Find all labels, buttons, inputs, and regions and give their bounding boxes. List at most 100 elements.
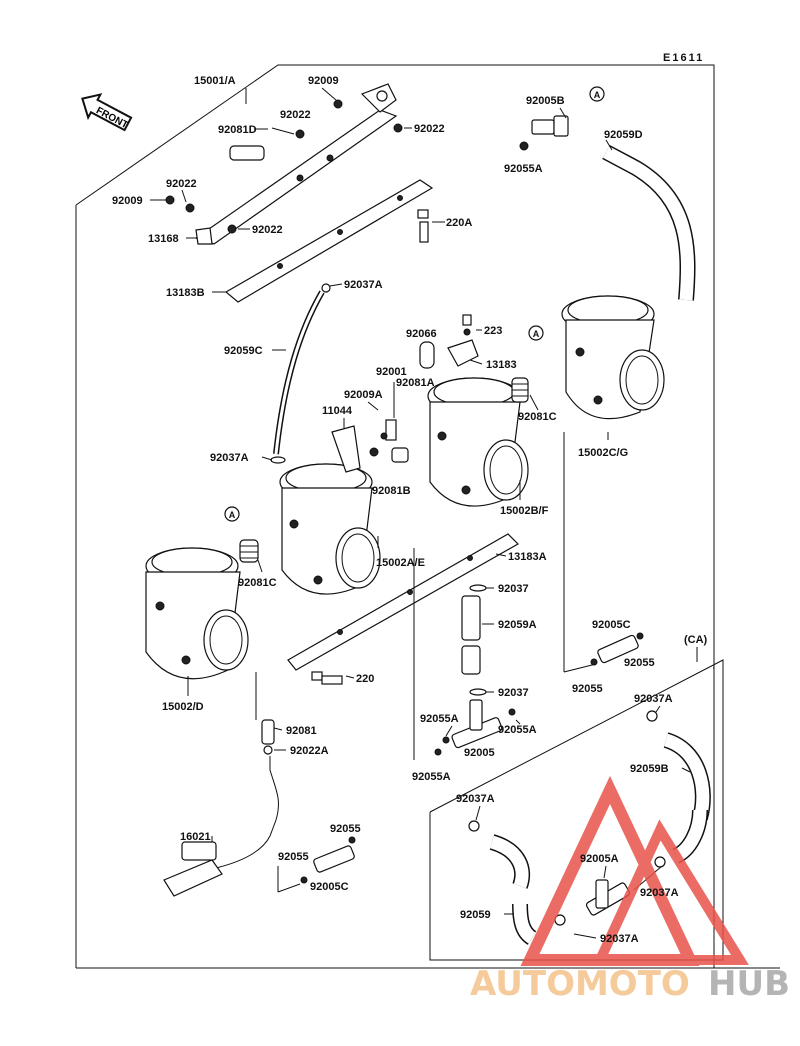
- label-ca-92059: 92059: [460, 909, 491, 921]
- ca-clip-3: [654, 856, 666, 868]
- label-92081C-right: 92081C: [518, 411, 557, 423]
- nut-92022-b: [393, 123, 403, 133]
- label-15002D: 15002/D: [162, 701, 204, 713]
- ca-hose-92059B: [663, 732, 711, 864]
- label-92037-b: 92037: [498, 687, 529, 699]
- ca-group-label: (CA): [684, 634, 708, 646]
- svg-text:A: A: [533, 329, 540, 339]
- throttle-bracket: [194, 83, 398, 245]
- nut-92009-left: [165, 195, 175, 205]
- washer-92055-right1: [636, 632, 644, 640]
- label-92005C-right: 92005C: [592, 619, 631, 631]
- label-92037A-left: 92037A: [210, 452, 249, 464]
- ca-clip-1: [646, 710, 658, 722]
- label-ca-92037A-4: 92037A: [600, 933, 639, 945]
- nut-92009-top: [333, 99, 343, 109]
- label-92081D: 92081D: [218, 124, 257, 136]
- spring-92081C-left: [239, 539, 259, 563]
- screw-220: [311, 671, 343, 685]
- marker-a-left: A: [224, 506, 240, 522]
- label-92055-right2: 92055: [572, 683, 603, 695]
- label-92059C: 92059C: [224, 345, 263, 357]
- clip-92037-b: [469, 688, 487, 696]
- label-92005B: 92005B: [526, 95, 565, 107]
- label-ca-92059B: 92059B: [630, 763, 669, 775]
- ca-fitting-92005A: [585, 879, 631, 916]
- washer-92055A-right: [508, 708, 516, 716]
- label-220: 220: [356, 673, 374, 685]
- screw-223: [462, 314, 472, 336]
- label-92001: 92001: [376, 366, 407, 378]
- label-92081B: 92081B: [372, 485, 411, 497]
- spring-92081D: [229, 145, 265, 161]
- label-92009-top: 92009: [308, 75, 339, 87]
- label-16021: 16021: [180, 831, 211, 843]
- label-92066: 92066: [406, 328, 437, 340]
- washer-92055-low1: [348, 836, 356, 844]
- label-92005: 92005: [464, 747, 495, 759]
- marker-a-top: A: [589, 86, 605, 102]
- bracket-11044: [331, 425, 361, 473]
- label-92022-b: 92022: [414, 123, 445, 135]
- label-92055-low2: 92055: [278, 851, 309, 863]
- label-92037-a: 92037: [498, 583, 529, 595]
- spring-92081C-right: [511, 377, 529, 403]
- washer-92055A-bottom: [434, 748, 442, 756]
- nut-92022-a: [295, 129, 305, 139]
- label-92055A-bottom: 92055A: [412, 771, 451, 783]
- hose-92059A: [461, 595, 481, 675]
- label-92055A-right: 92055A: [498, 724, 537, 736]
- label-92022-c: 92022: [166, 178, 197, 190]
- label-92022-a: 92022: [280, 109, 311, 121]
- clip-92037A-top: [321, 283, 331, 293]
- label-15002AE: 15002A/E: [376, 557, 425, 569]
- label-13183: 13183: [486, 359, 517, 371]
- label-ca-92005A: 92005A: [580, 853, 619, 865]
- label-92037A-top: 92037A: [344, 279, 383, 291]
- label-92081C-left: 92081C: [238, 577, 277, 589]
- part-labels: 15001/A 92009 92022 92081D 92022 92022 9…: [112, 75, 679, 945]
- label-92022A: 92022A: [290, 745, 329, 757]
- spring-92081B: [391, 447, 409, 463]
- label-92005C-low: 92005C: [310, 881, 349, 893]
- label-92009A: 92009A: [344, 389, 383, 401]
- fitting-92005: [451, 699, 503, 749]
- carburetor-15002BF: [427, 377, 529, 507]
- label-ca-92037A-1: 92037A: [634, 693, 673, 705]
- carburetor-15002D: [145, 547, 249, 680]
- label-ca-92037A-3: 92037A: [640, 887, 679, 899]
- clip-92037-a: [469, 584, 487, 592]
- hose-92059C: [273, 290, 325, 455]
- fitting-92005C-right: [597, 634, 639, 664]
- label-15001A: 15001/A: [194, 75, 236, 87]
- label-223: 223: [484, 325, 502, 337]
- svg-text:A: A: [594, 90, 601, 100]
- label-ca-92037A-2: 92037A: [456, 793, 495, 805]
- label-11044: 11044: [322, 405, 353, 417]
- nut-92022-d: [227, 224, 237, 234]
- svg-text:A: A: [229, 510, 236, 520]
- clip-92037A-left: [270, 456, 286, 464]
- plate-13183B: [224, 179, 434, 303]
- carburetor-15002CG: [561, 295, 665, 420]
- watermark-text-part2: HUB: [708, 964, 790, 1004]
- diagram-code: E1611: [663, 52, 704, 64]
- fitting-92005B: [531, 115, 569, 137]
- label-13183A: 13183A: [508, 551, 547, 563]
- label-220A: 220A: [446, 217, 472, 229]
- nut-92022-c: [185, 203, 195, 213]
- label-92081A: 92081A: [396, 377, 435, 389]
- marker-a-mid: A: [528, 325, 544, 341]
- label-92059A: 92059A: [498, 619, 537, 631]
- choke-cable-16021: [163, 719, 279, 897]
- label-92055A-top: 92055A: [504, 163, 543, 175]
- watermark: AUTOMOTO HUB: [470, 775, 790, 1004]
- washer-92055A-left: [442, 736, 450, 744]
- label-13183B: 13183B: [166, 287, 205, 299]
- screw-220A: [417, 209, 445, 243]
- spring-92081A: [385, 419, 397, 441]
- washer-92055A-top: [519, 141, 529, 151]
- washer-92055-low2: [300, 876, 308, 884]
- label-15002BF: 15002B/F: [500, 505, 549, 517]
